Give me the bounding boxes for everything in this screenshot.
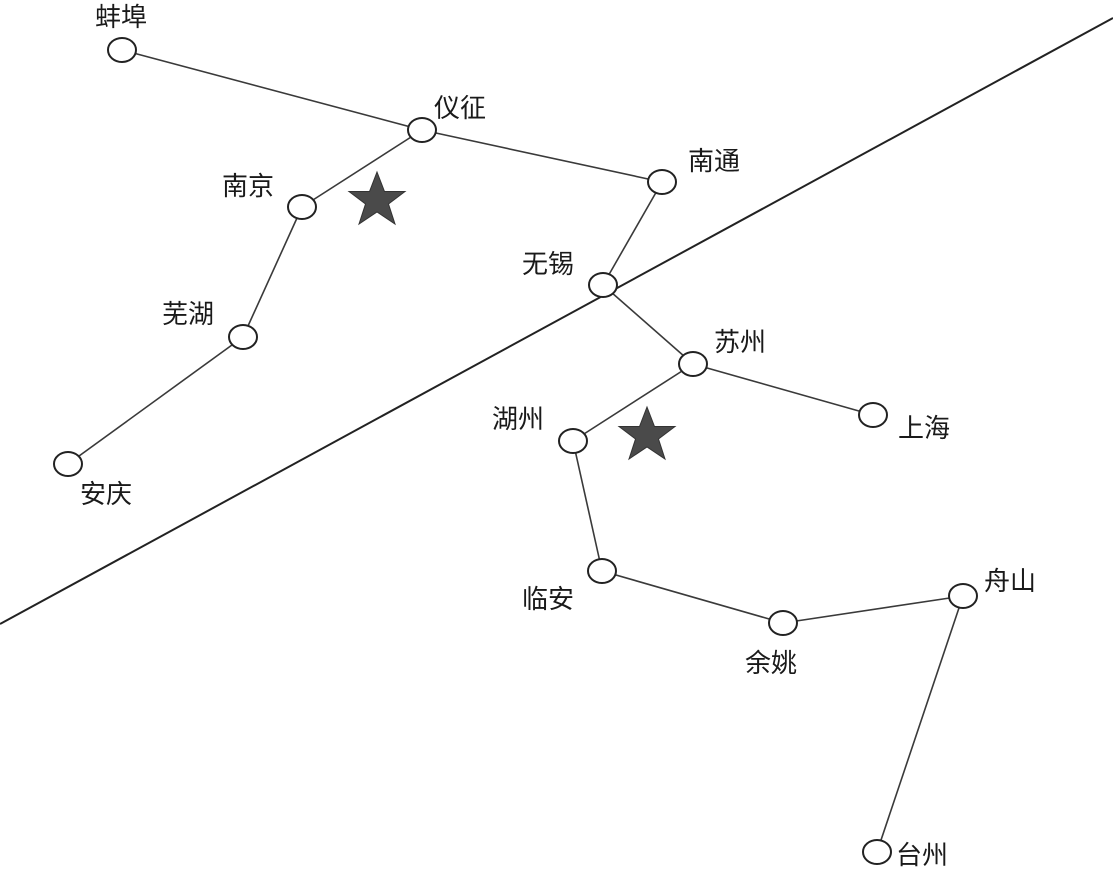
edge-linan-yuyao bbox=[601, 570, 784, 624]
label-yizheng: 仪征 bbox=[434, 94, 486, 124]
label-linan: 临安 bbox=[522, 585, 574, 615]
label-nanjing: 南京 bbox=[222, 172, 274, 202]
label-nantong: 南通 bbox=[688, 147, 740, 177]
label-suzhou: 苏州 bbox=[714, 328, 766, 358]
edge-suzhou-shanghai bbox=[692, 363, 874, 416]
label-huzhou: 湖州 bbox=[492, 405, 544, 435]
edge-yuyao-zhoushan bbox=[782, 595, 964, 624]
nodes-group bbox=[53, 37, 978, 865]
labels-group: 蚌埠 仪征 南通 南京 无锡 芜湖 苏州 湖州 上海 安庆 临安 舟山 余姚 台… bbox=[80, 3, 1036, 869]
label-zhoushan: 舟山 bbox=[984, 567, 1036, 597]
edge-huzhou-linan bbox=[572, 440, 603, 572]
edge-yizheng-nantong bbox=[421, 129, 663, 183]
divider-line bbox=[0, 17, 1113, 625]
label-wuxi: 无锡 bbox=[522, 250, 574, 280]
edge-wuxi-suzhou bbox=[602, 284, 694, 365]
edge-nantong-wuxi bbox=[602, 181, 663, 286]
node-yuyao bbox=[768, 610, 798, 636]
node-nanjing bbox=[287, 194, 317, 220]
node-shanghai bbox=[858, 402, 888, 428]
label-anqing: 安庆 bbox=[80, 480, 132, 510]
label-taizhou: 台州 bbox=[896, 841, 948, 869]
node-wuxi bbox=[588, 272, 618, 298]
label-shanghai: 上海 bbox=[898, 414, 950, 444]
label-bengbu: 蚌埠 bbox=[95, 3, 147, 33]
edge-suzhou-huzhou bbox=[572, 363, 694, 442]
node-taizhou bbox=[862, 839, 892, 865]
node-suzhou bbox=[678, 351, 708, 377]
node-linan bbox=[587, 558, 617, 584]
node-huzhou bbox=[558, 428, 588, 454]
star-marker-north bbox=[347, 170, 407, 226]
node-bengbu bbox=[107, 37, 137, 63]
label-wuhu: 芜湖 bbox=[162, 300, 214, 330]
edge-zhoushan-taizhou bbox=[876, 595, 964, 853]
edges-group bbox=[67, 49, 964, 853]
star-marker-south bbox=[617, 405, 677, 461]
label-yuyao: 余姚 bbox=[745, 649, 797, 679]
node-nantong bbox=[647, 169, 677, 195]
node-yizheng bbox=[407, 117, 437, 143]
edge-yizheng-nanjing bbox=[301, 129, 423, 208]
edge-bengbu-yizheng bbox=[121, 49, 423, 131]
node-wuhu bbox=[228, 324, 258, 350]
edge-nanjing-wuhu bbox=[242, 206, 303, 338]
node-anqing bbox=[53, 451, 83, 477]
edge-wuhu-anqing bbox=[67, 336, 244, 465]
node-zhoushan bbox=[948, 583, 978, 609]
